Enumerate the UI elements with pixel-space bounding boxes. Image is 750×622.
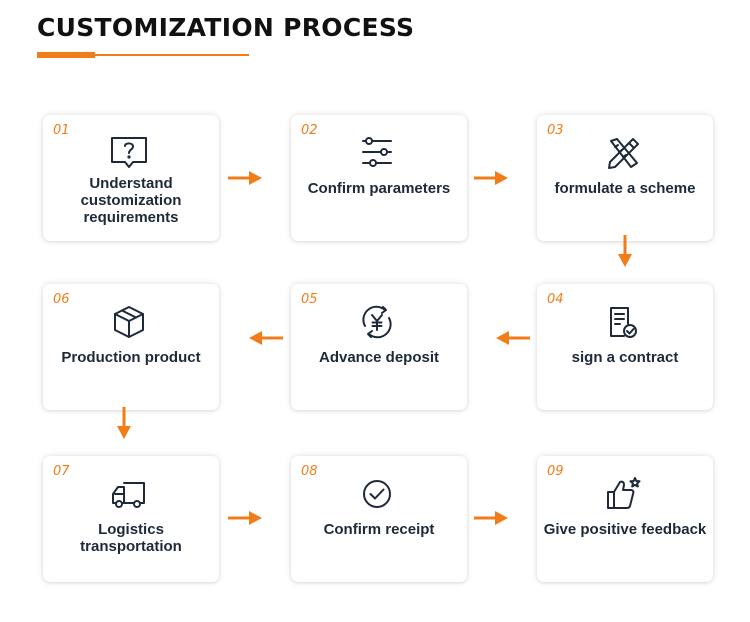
step-card-02: 02 Confirm parameters	[291, 115, 467, 241]
step-label: formulate a scheme	[554, 180, 696, 197]
step-label: Understand customization requirements	[80, 175, 182, 226]
arrow-right-icon	[228, 171, 262, 185]
sliders-icon	[357, 135, 397, 171]
arrow-down-icon	[618, 235, 632, 267]
pencil-ruler-icon	[603, 135, 643, 171]
step-label: Confirm parameters	[307, 180, 451, 197]
step-number: 06	[53, 292, 70, 307]
step-card-01: 01 Understand customization requirements	[43, 115, 219, 241]
step-card-07: 07 Logistics transportation	[43, 456, 219, 582]
step-number: 03	[547, 123, 564, 138]
box-icon	[109, 304, 149, 340]
check-circle-icon	[357, 476, 397, 512]
step-card-08: 08 Confirm receipt	[291, 456, 467, 582]
step-label: Production product	[61, 349, 201, 366]
title-underline	[37, 54, 249, 56]
step-number: 02	[301, 123, 318, 138]
question-bubble-icon	[109, 135, 149, 171]
step-number: 04	[547, 292, 564, 307]
arrow-left-icon	[496, 331, 530, 345]
step-label: sign a contract	[571, 349, 679, 366]
page-title: CUSTOMIZATION PROCESS	[37, 13, 415, 42]
step-card-04: 04 sign a contract	[537, 284, 713, 410]
step-label: Advance deposit	[318, 349, 440, 366]
yuan-cycle-icon	[357, 304, 397, 340]
step-number: 01	[53, 123, 70, 138]
step-number: 09	[547, 464, 564, 479]
step-number: 08	[301, 464, 318, 479]
contract-check-icon	[603, 304, 643, 340]
arrow-right-icon	[228, 511, 262, 525]
step-card-05: 05 Advance deposit	[291, 284, 467, 410]
step-card-06: 06 Production product	[43, 284, 219, 410]
step-label: Logistics transportation	[80, 521, 182, 555]
step-card-09: 09 Give positive feedback	[537, 456, 713, 582]
arrow-down-icon	[117, 407, 131, 439]
arrow-right-icon	[474, 171, 508, 185]
step-label: Give positive feedback	[543, 521, 707, 538]
arrow-left-icon	[249, 331, 283, 345]
truck-icon	[109, 476, 149, 512]
arrow-right-icon	[474, 511, 508, 525]
thumbs-up-star-icon	[603, 476, 643, 512]
step-number: 07	[53, 464, 70, 479]
title-accent-bar	[37, 52, 95, 58]
step-card-03: 03 formulate a scheme	[537, 115, 713, 241]
step-number: 05	[301, 292, 318, 307]
step-label: Confirm receipt	[323, 521, 435, 538]
